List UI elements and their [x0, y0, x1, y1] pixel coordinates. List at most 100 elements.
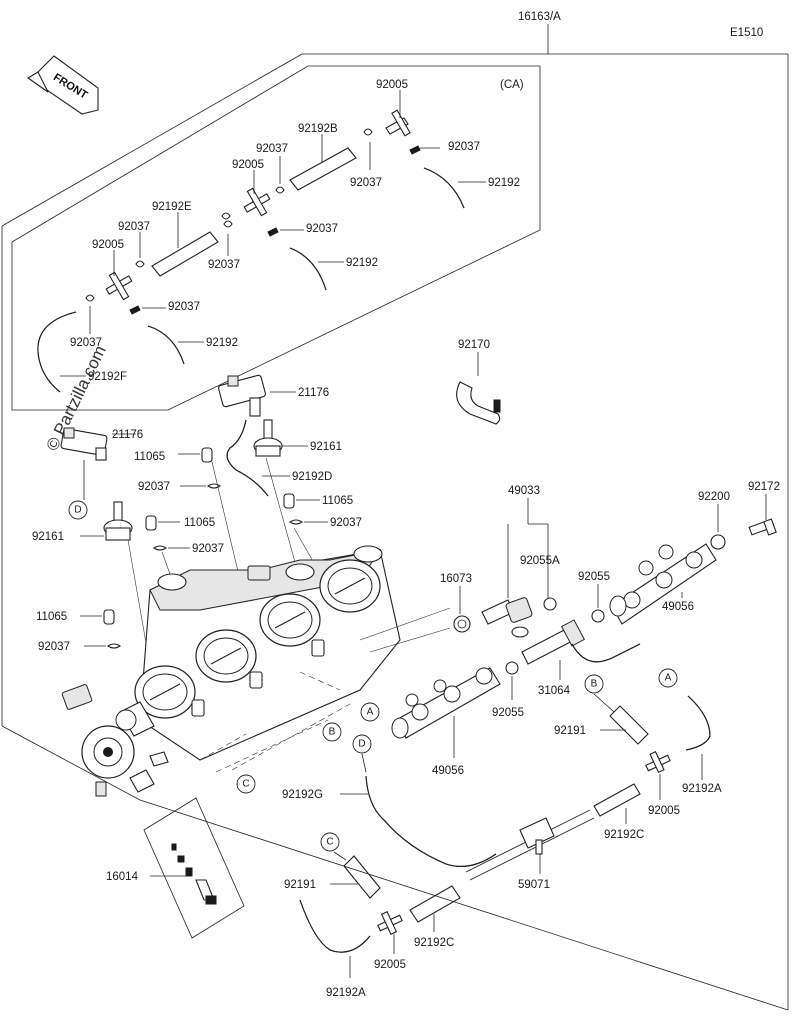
callout-92037-a[interactable]: 92037 [448, 141, 480, 153]
pipe-92192c-part[interactable] [409, 885, 461, 923]
callout-92192e[interactable]: 92192E [152, 201, 192, 213]
callout-92192a-b[interactable]: 92192A [326, 987, 366, 999]
band-clamp-part[interactable] [456, 381, 501, 425]
callout-59071[interactable]: 59071 [518, 879, 550, 891]
o-ring-part[interactable] [505, 661, 519, 675]
hose-clip-part[interactable] [107, 643, 121, 649]
callout-92037-b[interactable]: 92037 [350, 177, 382, 189]
circle-c-marker[interactable]: C [236, 774, 256, 794]
callout-21176-a[interactable]: 21176 [298, 387, 329, 399]
circle-d-marker[interactable]: D [352, 734, 372, 754]
circle-b-marker[interactable]: B [322, 722, 342, 742]
hose-92191-part[interactable] [609, 705, 649, 745]
callout-92191-b[interactable]: 92191 [284, 879, 316, 891]
callout-16073[interactable]: 16073 [440, 573, 472, 585]
hose-clip-part[interactable] [267, 227, 279, 237]
assembly-code-label[interactable]: 16163/A [518, 11, 561, 23]
hose-clip-part[interactable] [153, 545, 167, 551]
pipe-92192c-part[interactable] [593, 783, 641, 817]
callout-49056-b[interactable]: 49056 [432, 765, 464, 777]
callout-92005-c[interactable]: 92005 [92, 239, 124, 251]
circle-b-marker[interactable]: B [584, 674, 604, 694]
fuel-injector-part[interactable] [481, 597, 533, 638]
callout-92037-l[interactable]: 92037 [38, 641, 70, 653]
circle-d-marker[interactable]: D [68, 500, 88, 520]
callout-92037-c[interactable]: 92037 [256, 143, 288, 155]
hose-clip-part[interactable] [289, 519, 303, 525]
t-joint-part[interactable] [105, 271, 133, 301]
callout-92037-d[interactable]: 92037 [306, 223, 338, 235]
t-joint-part[interactable] [243, 187, 271, 217]
joint-59071-part[interactable] [519, 817, 555, 855]
callout-92055a[interactable]: 92055A [520, 555, 560, 567]
hose-clip-part[interactable] [135, 260, 145, 268]
callout-92005-a[interactable]: 92005 [376, 79, 408, 91]
bolt-92172-part[interactable] [748, 518, 777, 536]
hose-clip-part[interactable] [223, 220, 233, 228]
cap-11065-part[interactable] [103, 609, 115, 625]
callout-92192g[interactable]: 92192G [282, 789, 323, 801]
callout-92192a-a[interactable]: 92192A [682, 783, 722, 795]
circle-a-marker[interactable]: A [658, 668, 678, 688]
callout-11065-a[interactable]: 11065 [134, 451, 165, 463]
screw-16014-part[interactable] [171, 843, 217, 905]
callout-92005-b[interactable]: 92005 [232, 159, 264, 171]
callout-92192-a[interactable]: 92192 [488, 177, 520, 189]
pipe-92192b-part[interactable] [289, 147, 357, 191]
sensor-21176-part[interactable] [218, 374, 266, 417]
callout-92192-b[interactable]: 92192 [346, 257, 378, 269]
callout-92037-i[interactable]: 92037 [138, 481, 170, 493]
circle-c-marker[interactable]: C [320, 832, 340, 852]
t-joint-part[interactable] [385, 109, 411, 137]
o-ring-part[interactable] [591, 609, 605, 623]
cap-11065-part[interactable] [283, 493, 295, 509]
callout-92037-e[interactable]: 92037 [208, 259, 240, 271]
pipe-92192e-part[interactable] [151, 231, 219, 277]
o-ring-part[interactable] [543, 597, 557, 611]
callout-92192-c[interactable]: 92192 [206, 337, 238, 349]
callout-92192c-b[interactable]: 92192C [414, 937, 454, 949]
callout-92172[interactable]: 92172 [748, 481, 780, 493]
hose-clip-part[interactable] [363, 128, 373, 136]
callout-92170[interactable]: 92170 [458, 339, 490, 351]
hose-clip-part[interactable] [207, 483, 221, 489]
callout-49056-a[interactable]: 49056 [662, 601, 694, 613]
callout-92037-g[interactable]: 92037 [168, 301, 200, 313]
callout-11065-c[interactable]: 11065 [184, 517, 215, 529]
callout-92037-h[interactable]: 92037 [70, 337, 102, 349]
callout-92192d[interactable]: 92192D [292, 471, 332, 483]
callout-11065-d[interactable]: 11065 [36, 611, 67, 623]
sensor-21176-part[interactable] [60, 427, 108, 461]
callout-92161-b[interactable]: 92161 [32, 531, 64, 543]
hose-clip-part[interactable] [409, 145, 421, 155]
hose-92191-part[interactable] [343, 855, 381, 899]
callout-21176-b[interactable]: 21176 [112, 429, 143, 441]
delivery-pipe-49056-part[interactable] [391, 667, 501, 739]
callout-16014[interactable]: 16014 [106, 871, 139, 883]
callout-92055-b[interactable]: 92055 [492, 707, 524, 719]
callout-92192b[interactable]: 92192B [298, 123, 338, 135]
hose-clip-part[interactable] [275, 186, 285, 194]
cap-11065-part[interactable] [145, 515, 157, 531]
throttle-body-assembly[interactable] [61, 545, 401, 797]
hose-clip-part[interactable] [129, 305, 141, 315]
t-joint-part[interactable] [645, 750, 671, 774]
callout-11065-b[interactable]: 11065 [322, 495, 353, 507]
callout-92192f[interactable]: 92192F [88, 371, 127, 383]
callout-92005-e[interactable]: 92005 [374, 959, 406, 971]
callout-92037-k[interactable]: 92037 [192, 543, 224, 555]
callout-92055-a[interactable]: 92055 [578, 571, 610, 583]
callout-49033[interactable]: 49033 [508, 485, 540, 497]
cap-11065-part[interactable] [201, 447, 213, 463]
delivery-pipe-49056-part[interactable] [609, 543, 717, 625]
callout-92005-d[interactable]: 92005 [648, 805, 680, 817]
callout-92200[interactable]: 92200 [698, 491, 730, 503]
callout-31064[interactable]: 31064 [538, 685, 571, 697]
t-joint-part[interactable] [377, 911, 403, 935]
hose-clip-part[interactable] [85, 294, 95, 302]
callout-92037-j[interactable]: 92037 [330, 517, 362, 529]
circle-a-marker[interactable]: A [360, 702, 380, 722]
callout-92161-a[interactable]: 92161 [310, 441, 342, 453]
hose-clip-part[interactable] [221, 212, 231, 220]
sensor-92161-part[interactable] [253, 419, 283, 457]
